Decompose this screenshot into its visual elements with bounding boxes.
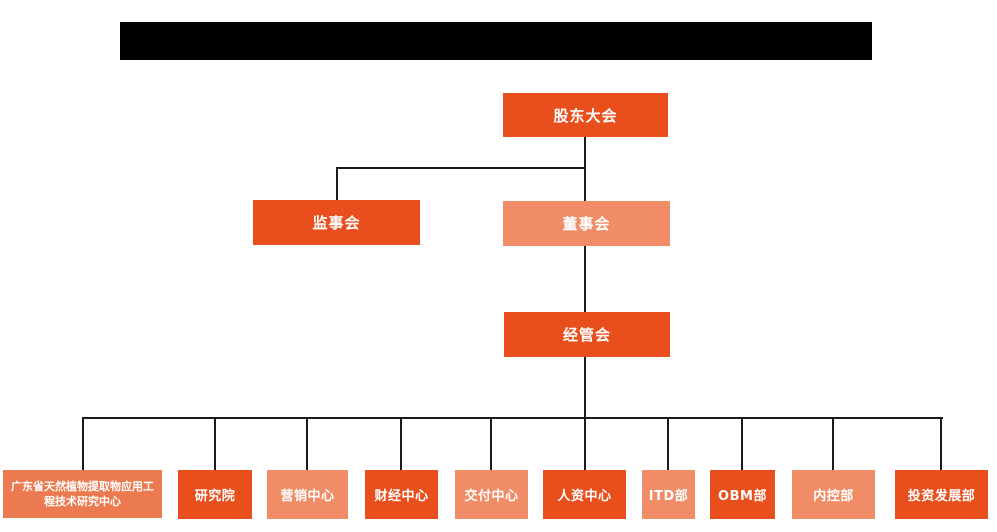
org-node-dept-investment-development: 投资发展部: [895, 470, 988, 519]
org-node-dept-research-tech-center: 广东省天然植物提取物应用工程技术研究中心: [3, 470, 162, 518]
org-node-dept-research-institute: 研究院: [178, 470, 252, 519]
redacted-title-bar: [120, 22, 872, 60]
connector-line: [82, 417, 84, 470]
connector-line: [584, 417, 586, 470]
org-node-supervisory-board: 监事会: [253, 200, 420, 245]
org-node-dept-itd: ITD部: [642, 470, 695, 519]
org-node-dept-obm: OBM部: [710, 470, 775, 519]
connector-line: [940, 417, 942, 470]
connector-line: [306, 417, 308, 470]
connector-line: [584, 137, 586, 202]
connector-line: [336, 167, 338, 201]
connector-line: [490, 417, 492, 470]
org-node-dept-finance-center: 财经中心: [365, 470, 438, 519]
connector-line: [741, 417, 743, 470]
org-node-dept-internal-control: 内控部: [792, 470, 875, 519]
org-node-board-of-directors: 董事会: [503, 201, 670, 246]
connector-line: [667, 417, 669, 470]
org-node-shareholders-meeting: 股东大会: [503, 93, 668, 137]
org-node-management-committee: 经管会: [504, 312, 670, 357]
connector-line: [400, 417, 402, 470]
connector-line: [584, 246, 586, 313]
org-node-dept-marketing-center: 营销中心: [267, 470, 348, 519]
connector-line: [214, 417, 216, 470]
org-node-dept-delivery-center: 交付中心: [455, 470, 528, 519]
connector-line: [832, 417, 834, 470]
connector-line: [336, 167, 586, 169]
org-node-dept-hr-center: 人资中心: [543, 470, 626, 519]
connector-line: [82, 417, 943, 419]
connector-line: [584, 357, 586, 418]
